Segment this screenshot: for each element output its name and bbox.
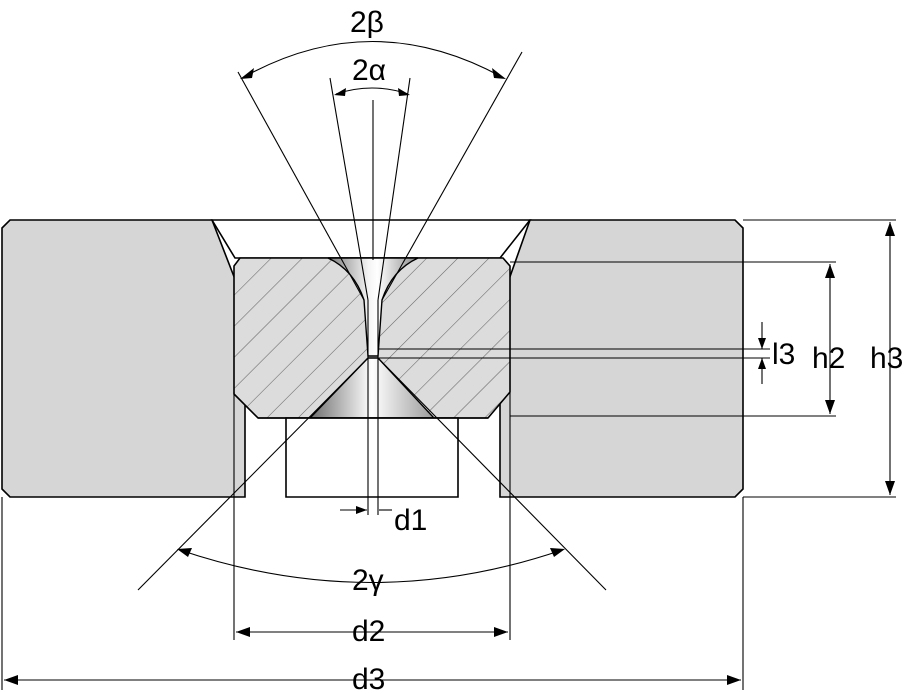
gamma-arrow-left bbox=[177, 548, 192, 557]
label-d3: d3 bbox=[352, 663, 385, 694]
h2-arrow-top bbox=[825, 264, 835, 278]
exit-bore bbox=[285, 417, 459, 498]
label-l3: l3 bbox=[772, 338, 795, 371]
beta-arrow-right bbox=[492, 68, 506, 79]
alpha-arc bbox=[335, 87, 409, 95]
alpha-arrow-right bbox=[398, 88, 410, 96]
label-two-beta: 2β bbox=[350, 6, 384, 39]
beta-line-right bbox=[381, 51, 523, 301]
beta-arc bbox=[243, 41, 503, 78]
d1-arrow bbox=[356, 506, 367, 514]
label-d2: d2 bbox=[352, 615, 385, 648]
l3-arrow-bottom bbox=[758, 358, 766, 369]
gamma-line-left bbox=[137, 357, 369, 591]
h2-arrow-bottom bbox=[825, 400, 835, 414]
label-h3: h3 bbox=[870, 342, 903, 375]
alpha-arrow-left bbox=[334, 88, 346, 96]
beta-line-left bbox=[237, 71, 365, 301]
gamma-arc bbox=[179, 549, 563, 584]
h3-arrow-top bbox=[885, 222, 895, 236]
label-d1: d1 bbox=[394, 504, 427, 537]
entry-opening bbox=[210, 219, 532, 259]
d3-arrow-right bbox=[727, 675, 741, 685]
gamma-arrow-right bbox=[550, 548, 565, 557]
beta-arrow-left bbox=[240, 68, 254, 79]
alpha-line-right bbox=[377, 77, 411, 301]
d3-arrow-left bbox=[4, 675, 18, 685]
h3-arrow-bottom bbox=[885, 481, 895, 495]
d2-arrow-left bbox=[236, 627, 250, 637]
alpha-line-left bbox=[329, 77, 369, 301]
label-two-alpha: 2α bbox=[352, 54, 386, 87]
label-two-gamma: 2γ bbox=[352, 564, 384, 597]
l3-arrow-top bbox=[758, 338, 766, 349]
gamma-line-right bbox=[377, 357, 607, 591]
d2-arrow-right bbox=[494, 627, 508, 637]
label-h2: h2 bbox=[812, 342, 845, 375]
casing-left bbox=[1, 219, 246, 498]
